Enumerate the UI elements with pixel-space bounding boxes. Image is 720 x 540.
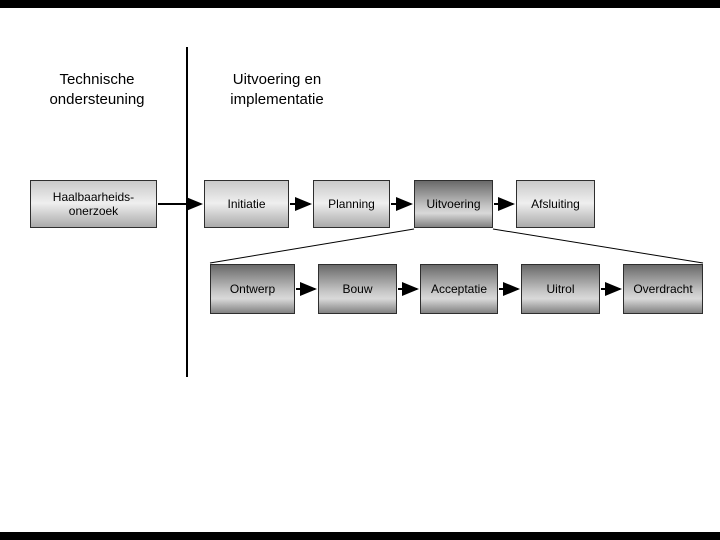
column-heading-technische-ondersteuning: Technische ondersteuning (49, 71, 145, 108)
box-afsluiting: Afsluiting (516, 180, 595, 228)
expansion-line-left (209, 228, 415, 264)
column-heading-uitvoering-implementatie: Uitvoering en implementatie (230, 71, 324, 108)
column-divider-line (186, 47, 188, 377)
expansion-line-right (492, 228, 704, 264)
letterbox-bar-bottom (0, 532, 720, 540)
box-bouw: Bouw (318, 264, 397, 314)
box-overdracht: Overdracht (623, 264, 703, 314)
box-acceptatie: Acceptatie (420, 264, 498, 314)
box-ontwerp: Ontwerp (210, 264, 295, 314)
letterbox-bar-top (0, 0, 720, 8)
box-haalbaarheidsonderzoek: Haalbaarheids- onerzoek (30, 180, 157, 228)
box-uitrol: Uitrol (521, 264, 600, 314)
box-planning: Planning (313, 180, 390, 228)
box-initiatie: Initiatie (204, 180, 289, 228)
box-uitvoering: Uitvoering (414, 180, 493, 228)
